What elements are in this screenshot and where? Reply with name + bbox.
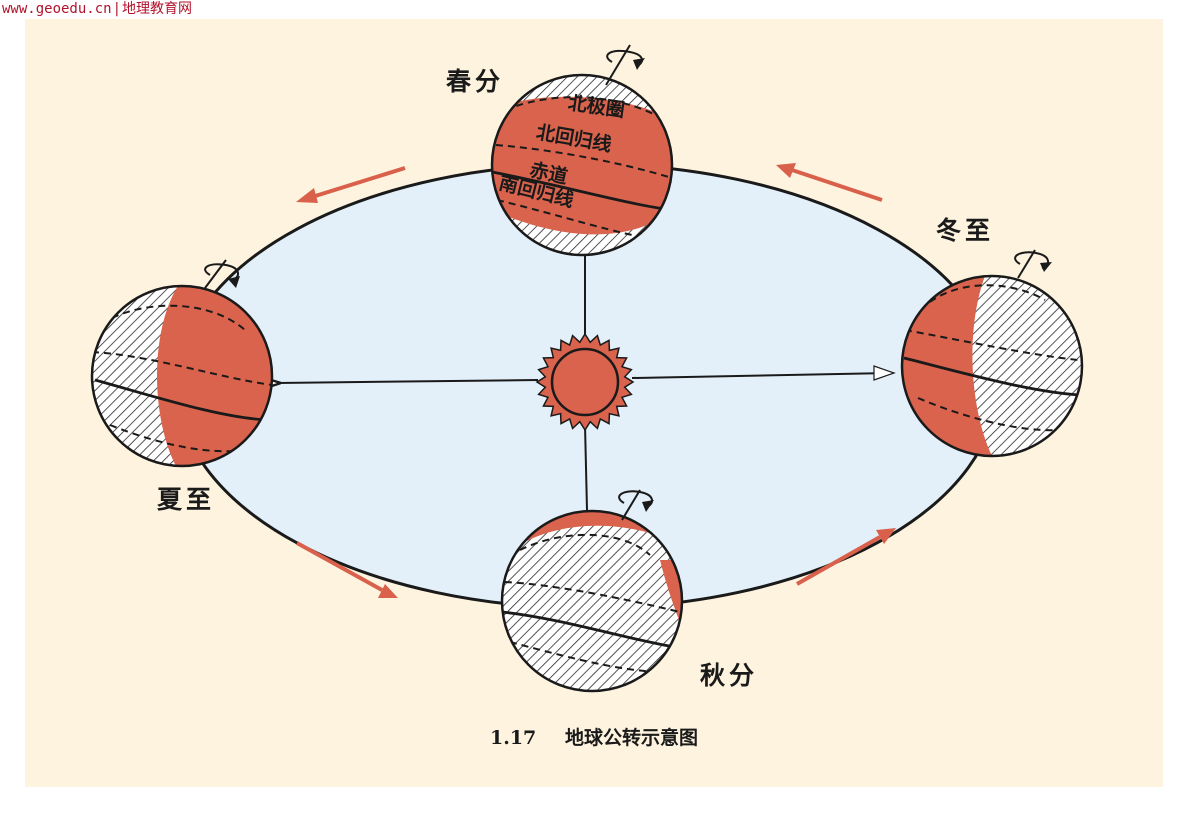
caption-number: 1.17	[490, 727, 536, 749]
globe-autumn	[500, 489, 684, 693]
label-spring-equinox: 春分	[446, 67, 504, 96]
axis-marker-east	[873, 365, 896, 381]
arrow-bottom-right	[796, 528, 896, 586]
label-winter-solstice: 冬至	[936, 216, 994, 245]
watermark-url: www.geoedu.cn	[2, 1, 112, 17]
axis-line-east	[631, 372, 893, 379]
axis-line-south	[584, 424, 588, 511]
watermark: www.geoedu.cn|地理教育网	[2, 0, 192, 18]
revolution-arrows	[296, 163, 896, 598]
label-summer-solstice: 夏至	[157, 485, 215, 514]
globe-spring	[490, 44, 674, 257]
caption-title: 地球公转示意图	[565, 726, 698, 749]
watermark-site: 地理教育网	[122, 1, 193, 17]
globe-winter	[900, 249, 1084, 458]
watermark-separator: |	[112, 1, 122, 17]
arrow-top-left	[296, 166, 406, 203]
sun	[535, 332, 635, 432]
sun-inner-ring	[550, 347, 620, 417]
label-autumn-equinox: 秋分	[700, 661, 758, 690]
axis-line-west	[277, 380, 539, 383]
globe-summer	[90, 259, 274, 468]
arrow-top-right	[776, 163, 883, 202]
arrow-bottom-left	[296, 541, 398, 598]
